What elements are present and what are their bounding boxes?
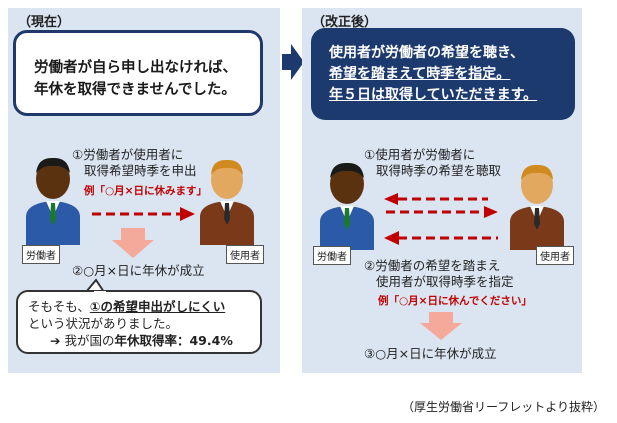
current-request-arrow-icon xyxy=(92,207,195,221)
current-step1: ①労働者が使用者に 取得希望時季を申出 xyxy=(72,147,197,179)
revised-worker-tag: 労働者 xyxy=(313,246,351,265)
revised-label: （改正後） xyxy=(312,15,378,30)
current-step1-line1: ①労働者が使用者に xyxy=(72,147,184,162)
revised-example: 例「○月×日に休んでください」 xyxy=(378,295,532,307)
revised-headline-box: 使用者が労働者の希望を聴き、 希望を踏まえて時季を指定。 年５日は取得していただ… xyxy=(311,28,575,120)
revised-employer-figure-icon xyxy=(510,164,564,250)
revised-headline-line2: 希望を踏まえて時季を指定。 xyxy=(329,66,511,82)
current-label: （現在） xyxy=(18,15,71,30)
rate-value: 年休取得率：49.4% xyxy=(114,333,233,348)
current-employer-tag: 使用者 xyxy=(226,245,264,264)
current-example: 例「○月×日に休みます」 xyxy=(84,185,207,197)
worker-figure-icon xyxy=(26,157,80,245)
revised-designation-arrow-icon xyxy=(384,231,498,245)
revised-headline-line3: 年５日は取得していただきます。 xyxy=(329,87,538,103)
current-step1-line2: 取得希望時季を申出 xyxy=(84,163,197,178)
arrow-right-icon: ➔ xyxy=(50,333,61,348)
revised-hearing-arrows-icon xyxy=(384,193,498,218)
revised-step1: ①使用者が労働者に 取得時季の希望を聴取 xyxy=(364,147,501,179)
revised-employer-tag: 使用者 xyxy=(536,246,574,265)
source-credit: （厚生労働省リーフレットより抜粋） xyxy=(401,400,605,414)
current-worker-tag: 労働者 xyxy=(22,245,60,264)
note-speech-box: そもそも、①の希望申出がしにくい という状況がありました。 ➔ 我が国の年休取得… xyxy=(16,290,262,354)
note-line2: という状況がありました。 xyxy=(28,316,179,331)
note-line1-emphasis: ①の希望申出がしにくい xyxy=(89,299,226,314)
speech-tail-icon xyxy=(85,278,105,293)
speech-tail-cover-icon xyxy=(94,291,106,295)
revised-step2-line1: ②労働者の希望を踏まえ xyxy=(364,258,501,273)
employer-figure-icon xyxy=(200,159,254,245)
revised-step3: ③○月×日に年休が成立 xyxy=(364,346,497,361)
revised-step1-line2: 取得時季の希望を聴取 xyxy=(376,163,502,178)
revised-step1-line1: ①使用者が労働者に xyxy=(364,147,476,162)
revised-worker-figure-icon xyxy=(320,162,374,250)
revised-step2-line2: 使用者が取得時季を指定 xyxy=(376,274,514,289)
transition-arrow-icon xyxy=(282,44,304,80)
revised-step2: ②労働者の希望を踏まえ 使用者が取得時季を指定 xyxy=(364,258,514,290)
note-line1-pre: そもそも、 xyxy=(28,299,90,314)
current-step2: ②○月×日に年休が成立 xyxy=(72,263,205,278)
revised-down-arrow-icon xyxy=(420,312,462,340)
revised-headline-line1: 使用者が労働者の希望を聴き、 xyxy=(329,45,525,61)
current-headline-line2: 年休を取得できませんでした。 xyxy=(34,82,236,98)
current-headline-line1: 労働者が自ら申し出なければ、 xyxy=(34,60,237,76)
current-down-arrow-icon xyxy=(112,228,154,258)
rate-prefix: 我が国の xyxy=(64,333,115,348)
current-headline-box: 労働者が自ら申し出なければ、 年休を取得できませんでした。 xyxy=(13,30,263,116)
